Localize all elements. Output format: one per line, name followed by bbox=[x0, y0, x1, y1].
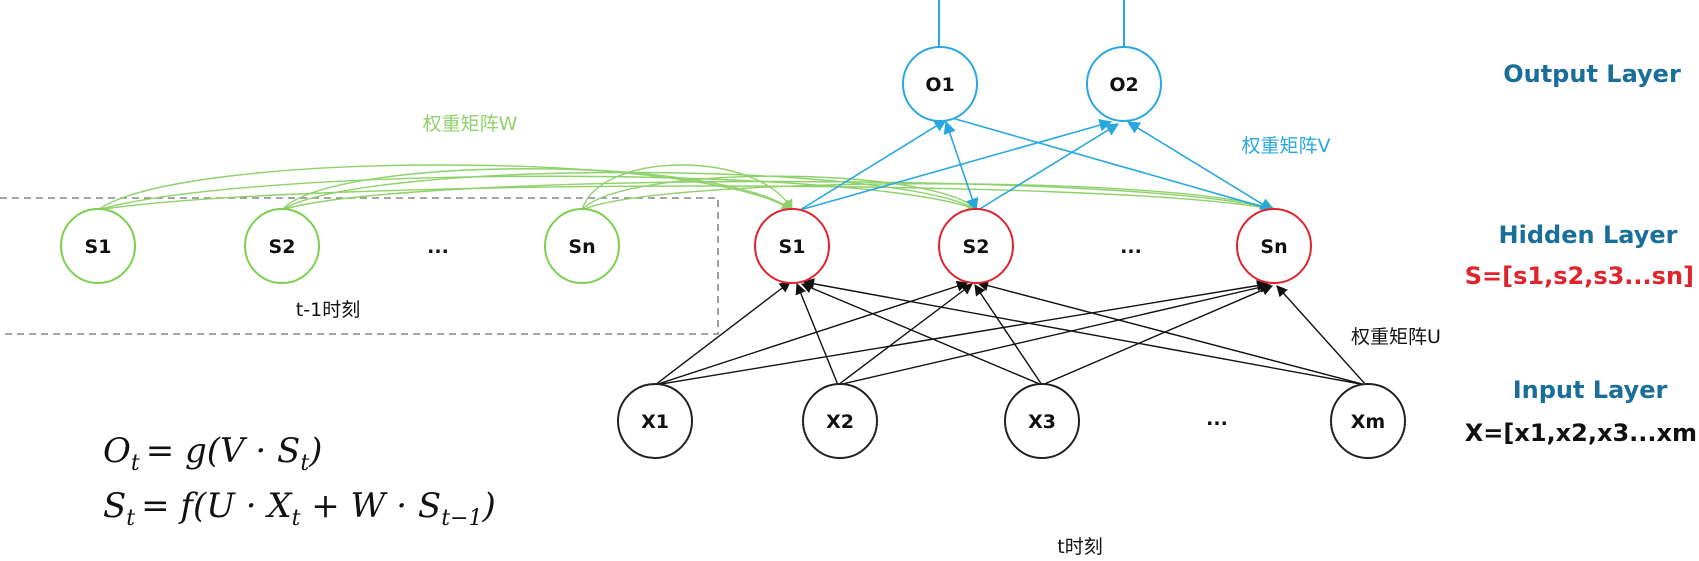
prev-hidden-node-s2: S2 bbox=[244, 208, 320, 284]
u-link bbox=[654, 280, 969, 386]
u-link bbox=[837, 281, 1272, 386]
weight-u-label: 权重矩阵U bbox=[1351, 326, 1441, 348]
current-time-label: t时刻 bbox=[1057, 536, 1102, 558]
formula-s-lhs: S bbox=[103, 486, 126, 526]
hidden-node-s1: S1 bbox=[754, 208, 830, 284]
formula-o-lhs: O bbox=[103, 431, 131, 471]
formula-s-rhs2-sub: t−1 bbox=[441, 506, 482, 531]
state-formula: St= f(U · Xt + W · St−1) bbox=[103, 486, 496, 531]
svg-text:S1: S1 bbox=[779, 236, 806, 258]
svg-text:X3: X3 bbox=[1028, 411, 1056, 433]
hidden-ellipsis: ... bbox=[1120, 236, 1142, 258]
svg-text:S2: S2 bbox=[269, 236, 296, 258]
weight-v-label: 权重矩阵V bbox=[1242, 135, 1331, 157]
u-link bbox=[976, 280, 1367, 386]
formula-o-lhs-sub: t bbox=[131, 451, 140, 476]
output-node-o2: O2 bbox=[1086, 46, 1162, 122]
input-layer-label: Input Layer bbox=[1513, 376, 1668, 404]
prev-hidden-node-s1: S1 bbox=[60, 208, 136, 284]
formula-o-close: ) bbox=[308, 431, 322, 471]
input-node-x1: X1 bbox=[617, 383, 693, 459]
u-link bbox=[802, 278, 1367, 386]
hidden-vector-label: S=[s1,s2,s3...sn] bbox=[1465, 262, 1694, 290]
hidden-node-s2: S2 bbox=[938, 208, 1014, 284]
input-node-xm: Xm bbox=[1330, 383, 1406, 459]
u-link bbox=[1276, 285, 1367, 386]
prev-hidden-nodes: S1 S2 ... Sn bbox=[60, 208, 620, 284]
formula-s-rhs1-sub: t bbox=[292, 506, 301, 531]
u-link bbox=[974, 284, 1043, 386]
u-link bbox=[654, 280, 1269, 386]
v-link bbox=[977, 123, 1120, 211]
prev-hidden-ellipsis: ... bbox=[427, 236, 449, 258]
v-link bbox=[799, 119, 948, 211]
output-formula: Ot= g(V · St) bbox=[103, 431, 322, 476]
w-link bbox=[97, 175, 980, 212]
input-node-x2: X2 bbox=[802, 383, 878, 459]
svg-text:X1: X1 bbox=[641, 411, 669, 433]
input-node-x3: X3 bbox=[1004, 383, 1080, 459]
prev-timestep-box bbox=[0, 197, 719, 335]
svg-text:O1: O1 bbox=[925, 74, 954, 96]
prev-hidden-node-sn: Sn bbox=[544, 208, 620, 284]
svg-text:Sn: Sn bbox=[568, 236, 595, 258]
input-vector-label: X=[x1,x2,x3...xm bbox=[1465, 419, 1697, 447]
formula-s-lhs-sub: t bbox=[126, 506, 135, 531]
u-connections bbox=[654, 278, 1367, 386]
u-link bbox=[654, 281, 791, 386]
svg-text:O2: O2 bbox=[1109, 74, 1138, 96]
v-connections bbox=[799, 117, 1276, 213]
svg-text:Xm: Xm bbox=[1351, 411, 1385, 433]
v-link bbox=[1126, 121, 1274, 211]
svg-text:S2: S2 bbox=[963, 236, 990, 258]
formula-o-rhs: = g(V · S bbox=[146, 431, 301, 471]
w-link bbox=[581, 164, 793, 211]
hidden-layer-label: Hidden Layer bbox=[1499, 221, 1678, 249]
w-link bbox=[97, 164, 793, 211]
svg-text:Sn: Sn bbox=[1260, 236, 1287, 258]
formula-o-rhs-sub: t bbox=[300, 451, 309, 476]
u-link bbox=[837, 283, 973, 386]
input-ellipsis: ... bbox=[1206, 408, 1228, 430]
svg-text:S1: S1 bbox=[85, 236, 112, 258]
weight-w-label: 权重矩阵W bbox=[423, 113, 518, 135]
input-nodes: X1 X2 X3 ... Xm bbox=[617, 383, 1406, 459]
w-link bbox=[281, 168, 793, 211]
output-nodes: O1 O2 bbox=[902, 46, 1162, 122]
formula-s-rhs1: = f(U · X bbox=[141, 486, 293, 526]
output-node-o1: O1 bbox=[902, 46, 978, 122]
u-link bbox=[1041, 284, 1274, 386]
w-connections bbox=[97, 164, 1277, 214]
hidden-nodes: S1 S2 ... Sn bbox=[754, 208, 1312, 284]
v-link bbox=[943, 120, 979, 212]
svg-text:X2: X2 bbox=[826, 411, 854, 433]
output-layer-label: Output Layer bbox=[1503, 60, 1681, 88]
formula-s-rhs2: + W · S bbox=[300, 486, 441, 526]
u-link bbox=[800, 282, 1043, 386]
hidden-node-sn: Sn bbox=[1236, 208, 1312, 284]
prev-time-label: t-1时刻 bbox=[296, 299, 360, 321]
u-link bbox=[795, 282, 839, 386]
formula-s-close: ) bbox=[481, 486, 495, 526]
